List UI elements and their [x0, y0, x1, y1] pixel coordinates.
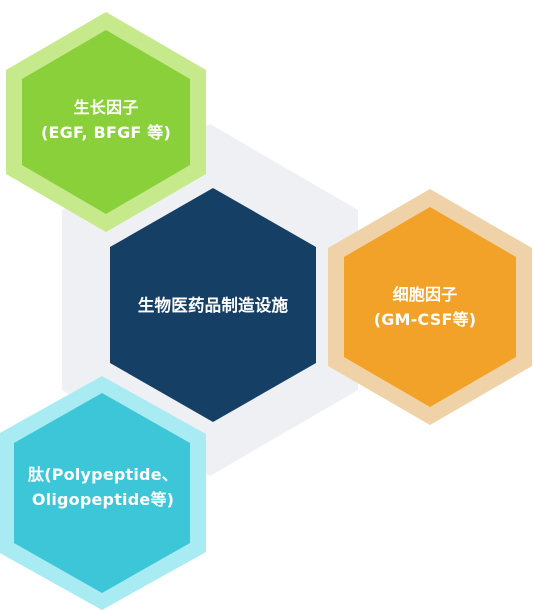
- growth-factor-subtitle: (EGF, BFGF 等): [40, 123, 172, 142]
- cytokine-hexagon: [344, 207, 516, 407]
- peptide-label: 肽(Polypeptide、 Oligopeptide等): [12, 457, 194, 517]
- center-label: 生物医药品制造设施: [110, 285, 316, 325]
- growth-factor-hexagon: [22, 30, 190, 214]
- cytokine-label: 细胞因子 (GM-CSF等): [340, 277, 510, 337]
- peptide-hexagon: [14, 393, 190, 593]
- growth-factor-title: 生长因子: [73, 98, 139, 117]
- center-title: 生物医药品制造设施: [137, 295, 289, 315]
- center-hexagon: [110, 188, 316, 422]
- peptide-subtitle: Oligopeptide等): [31, 490, 175, 509]
- growth-factor-label: 生长因子 (EGF, BFGF 等): [22, 85, 190, 155]
- peptide-title: 肽(Polypeptide、: [28, 465, 178, 484]
- cytokine-title: 细胞因子: [392, 285, 458, 304]
- cytokine-subtitle: (GM-CSF等): [373, 310, 477, 329]
